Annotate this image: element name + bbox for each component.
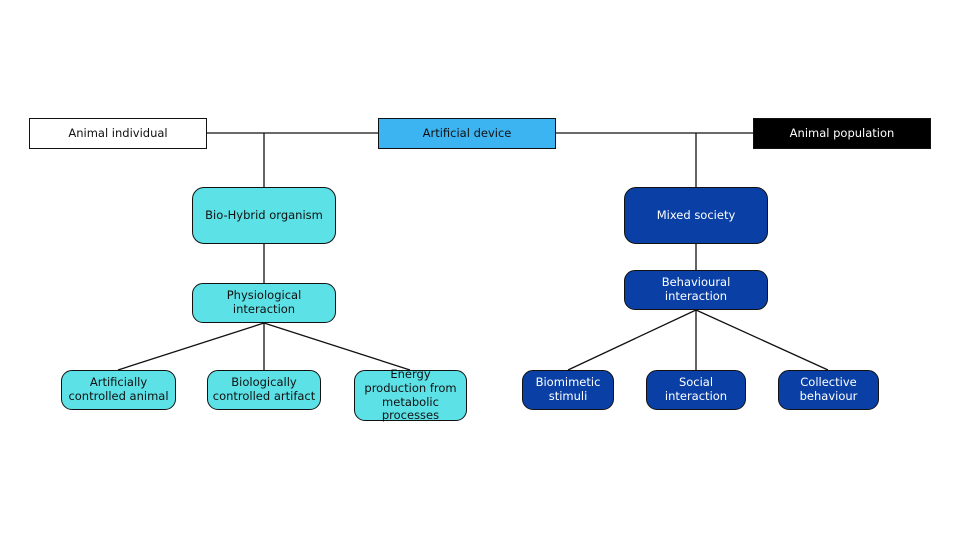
connector-physio-to-leaf-1: [117, 322, 265, 371]
animal-individual-box: Animal individual: [29, 118, 207, 149]
artificial-device-box: Artificial device: [378, 118, 556, 149]
leaf-label: Collective behaviour: [799, 375, 858, 403]
leaf-biomimetic-stimuli: Biomimetic stimuli: [522, 370, 614, 410]
leaf-biologically-controlled-artifact: Biologically controlled artifact: [207, 370, 321, 410]
mixed-society-box: Mixed society: [624, 187, 768, 244]
animal-population-label: Animal population: [789, 125, 895, 140]
leaf-social-interaction: Social interaction: [646, 370, 746, 410]
leaf-label: Social interaction: [664, 375, 728, 403]
mixed-society-label: Mixed society: [656, 207, 736, 222]
artificial-device-label: Artificial device: [422, 125, 512, 140]
bio-hybrid-organism-label: Bio-Hybrid organism: [205, 207, 323, 222]
bio-hybrid-organism-box: Bio-Hybrid organism: [192, 187, 336, 244]
behavioural-interaction-box: Behavioural interaction: [624, 270, 768, 310]
leaf-collective-behaviour: Collective behaviour: [778, 370, 879, 410]
physiological-interaction-box: Physiological interaction: [192, 283, 336, 323]
leaf-label: Biologically controlled artifact: [212, 375, 316, 403]
connector-behav-to-leaf-1: [567, 309, 697, 371]
connector-behav-to-leaf-3: [695, 309, 829, 371]
physiological-interaction-label: Physiological interaction: [226, 288, 302, 316]
leaf-artificially-controlled-animal: Artificially controlled animal: [61, 370, 176, 410]
leaf-energy-production: Energy production from metabolic process…: [354, 366, 467, 423]
leaf-label: Biomimetic stimuli: [535, 375, 601, 403]
connector-physio-to-leaf-3: [263, 322, 411, 371]
animal-individual-label: Animal individual: [68, 125, 168, 140]
animal-population-box: Animal population: [753, 118, 931, 149]
leaf-label: Artificially controlled animal: [68, 375, 169, 403]
leaf-label: Energy production from metabolic process…: [364, 366, 457, 423]
behavioural-interaction-label: Behavioural interaction: [661, 275, 731, 303]
